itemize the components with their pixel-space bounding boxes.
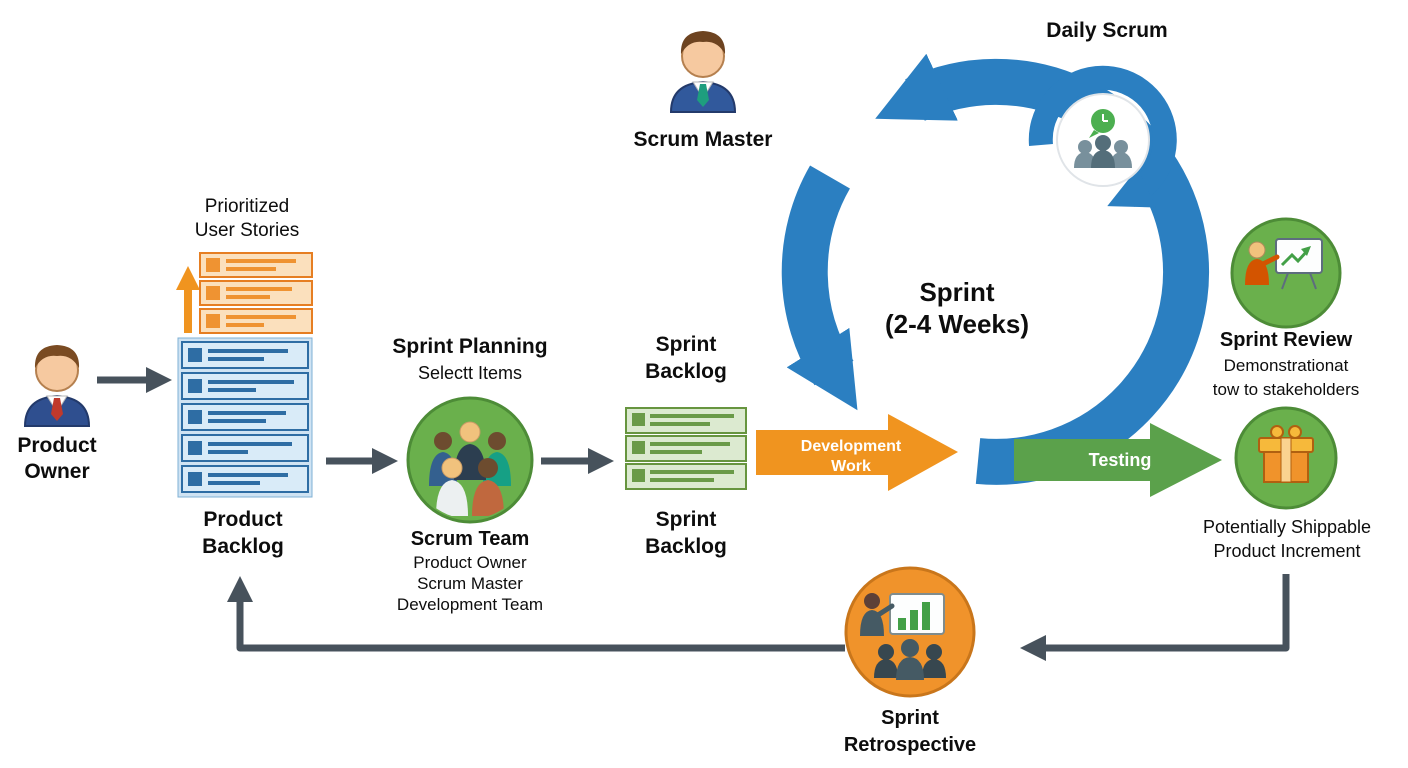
product-backlog-label: Product Backlog: [202, 506, 284, 560]
development-work-arrow: [756, 414, 958, 491]
sprint-review-sub-line2: tow to stakeholders: [1212, 380, 1360, 399]
scrum-team-role-1: Product Owner: [413, 553, 527, 572]
product-increment-line2: Product Increment: [1213, 541, 1361, 561]
arrow-retro-to-backlog: [227, 576, 845, 652]
product-backlog-bars: [177, 337, 313, 498]
sprint-backlog-label-top: Sprint Backlog: [645, 331, 727, 385]
sprint-cycle-line1: Sprint: [919, 277, 995, 307]
sprint-retrospective-line1: Sprint: [881, 707, 939, 729]
daily-scrum-icon: [1028, 65, 1177, 208]
arrow-increment-to-retro: [1020, 574, 1290, 661]
scrum-master-label: Scrum Master: [633, 128, 773, 151]
scrum-team-icon: [406, 396, 534, 524]
prioritized-line2: User Stories: [194, 220, 300, 241]
sprint-backlog-label-bottom: Sprint Backlog: [645, 506, 727, 560]
sprint-backlog-top-line1: Sprint: [655, 333, 717, 356]
product-owner-line1: Product: [17, 434, 97, 457]
testing-label: Testing: [1088, 450, 1152, 470]
sprint-backlog-top-line2: Backlog: [645, 360, 727, 383]
development-work-line2: Work: [831, 458, 871, 475]
scrum-team-role-3: Development Team: [396, 595, 544, 614]
product-increment-icon: [1234, 406, 1338, 510]
sprint-retrospective-line2: Retrospective: [843, 734, 977, 756]
sprint-backlog-bottom-line2: Backlog: [645, 535, 727, 558]
sprint-backlog-bottom-line1: Sprint: [655, 508, 717, 531]
daily-scrum-label: Daily Scrum: [1046, 19, 1168, 42]
product-increment-label: Potentially Shippable Product Increment: [1203, 515, 1371, 563]
sprint-cycle-line2: (2-4 Weeks): [884, 309, 1030, 339]
product-owner-label: Product Owner: [17, 433, 96, 485]
prioritized-line1: Prioritized: [204, 196, 290, 217]
sprint-retrospective-label: Sprint Retrospective: [844, 705, 976, 759]
product-owner-line2: Owner: [24, 460, 90, 483]
connector-arrows: [97, 367, 1290, 661]
sprint-backlog-bars: [625, 407, 747, 490]
scrum-team-role-2: Scrum Master: [417, 574, 523, 593]
product-increment-line1: Potentially Shippable: [1202, 517, 1372, 537]
sprint-planning-title: Sprint Planning: [392, 335, 548, 358]
product-backlog-line2: Backlog: [202, 535, 284, 558]
sprint-review-icon: [1230, 217, 1342, 329]
development-work-label: Development Work: [801, 437, 901, 477]
sprint-planning-subtitle: Selectt Items: [417, 363, 523, 383]
sprint-retrospective-icon: [844, 566, 976, 698]
sprint-review-title: Sprint Review: [1219, 329, 1353, 351]
scrum-master-icon: [669, 31, 737, 113]
product-backlog-line1: Product: [203, 508, 283, 531]
sprint-review-subtitle: Demonstrationat tow to stakeholders: [1213, 354, 1359, 402]
development-work-line1: Development: [800, 438, 902, 455]
user-stories-bars: [176, 252, 313, 334]
product-owner-icon: [23, 345, 91, 427]
prioritized-user-stories-label: Prioritized User Stories: [195, 195, 300, 243]
testing-arrow: [1014, 423, 1222, 497]
scrum-team-roles: Product Owner Scrum Master Development T…: [397, 552, 543, 615]
scrum-team-title: Scrum Team: [410, 528, 530, 550]
sprint-cycle-label: Sprint (2-4 Weeks): [885, 276, 1029, 340]
sprint-review-sub-line1: Demonstrationat: [1223, 356, 1349, 375]
